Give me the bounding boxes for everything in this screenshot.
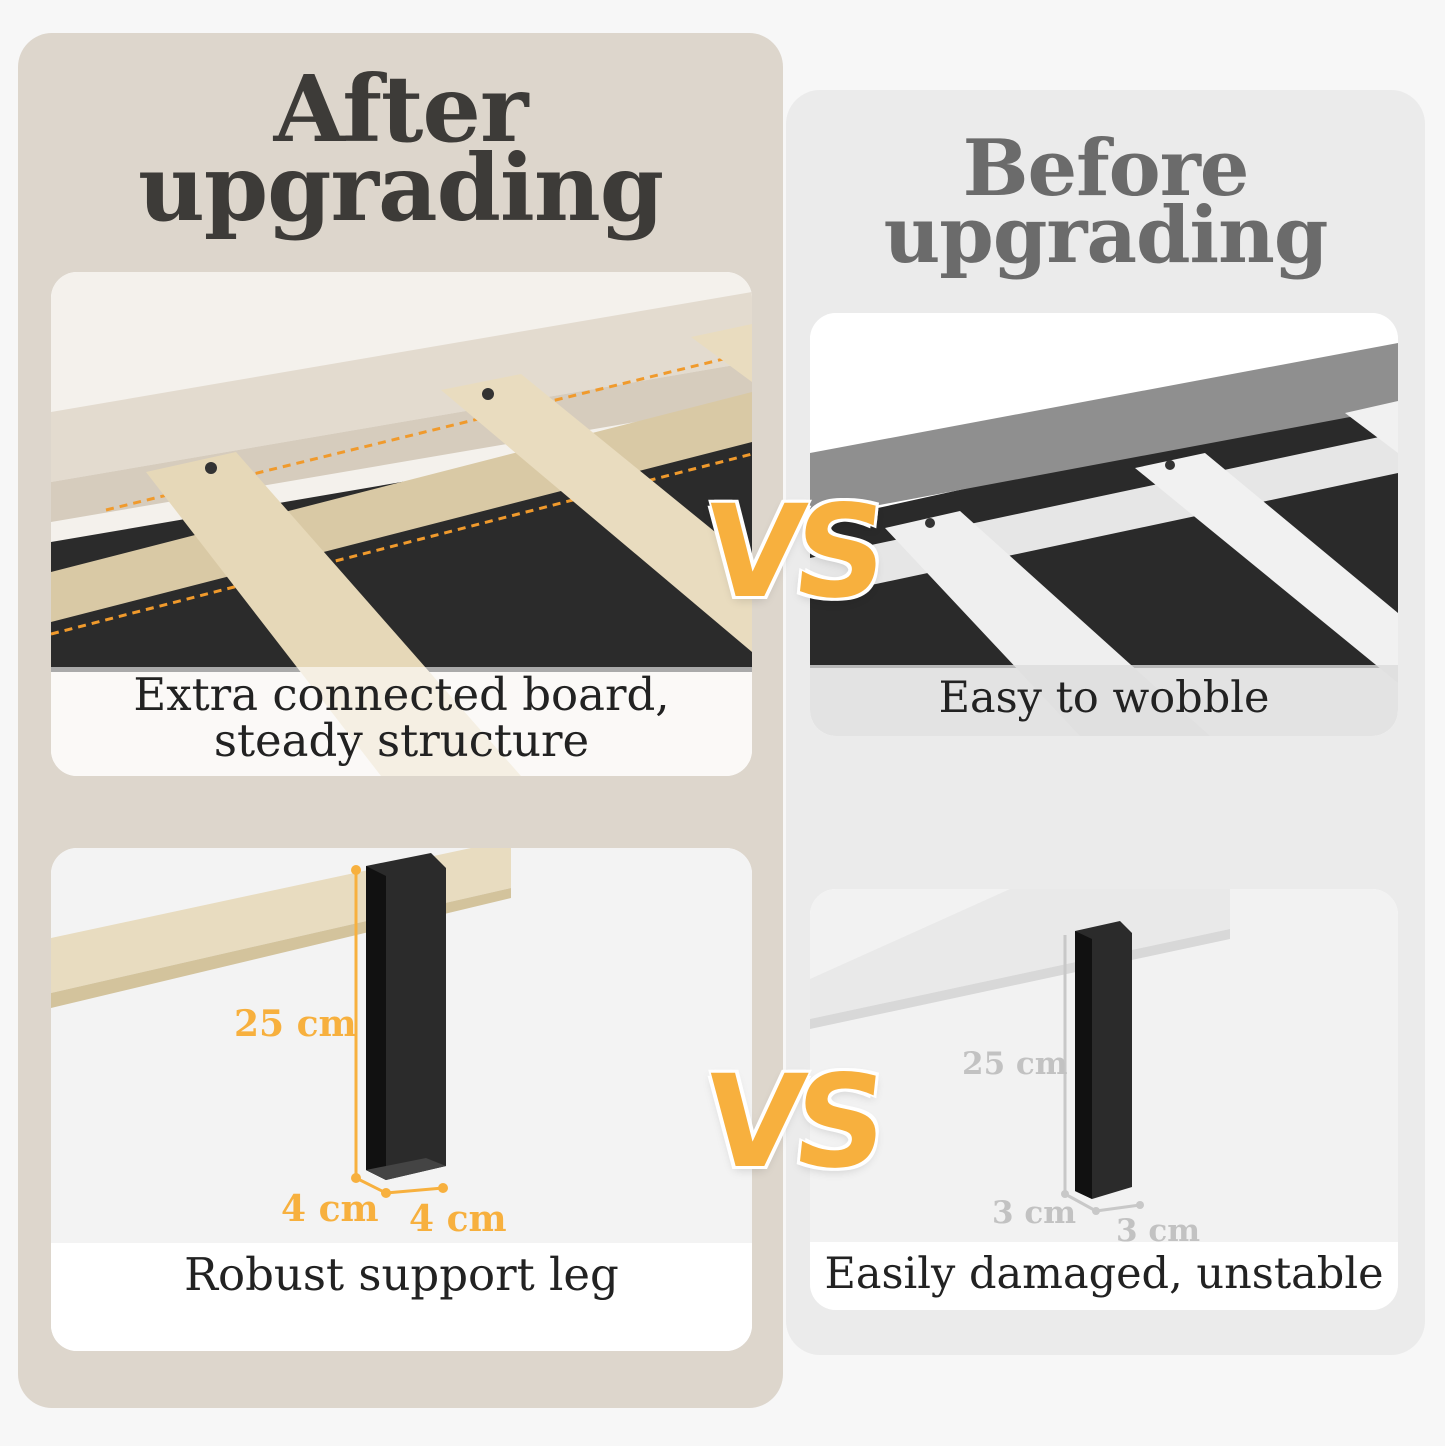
- after-slats-illustration: [51, 272, 752, 776]
- before-slats-caption: Easy to wobble: [938, 673, 1270, 723]
- after-leg-caption: Robust support leg: [184, 1248, 619, 1301]
- after-leg-illustration: [51, 848, 752, 1351]
- after-title-line1: After: [273, 55, 529, 163]
- before-leg-photo: 25 cm 3 cm 3 cm Easily damaged, unstable: [810, 889, 1398, 1310]
- before-slats-illustration: [810, 313, 1398, 736]
- after-leg-photo: 25 cm 4 cm 4 cm Robust support leg: [51, 848, 752, 1351]
- after-leg-height-label: 25 cm: [234, 1003, 357, 1045]
- after-slats-photo: Extra connected board, steady structure: [51, 272, 752, 776]
- before-leg-height-label: 25 cm: [962, 1046, 1068, 1082]
- before-upgrading-title: Before upgrading: [786, 123, 1425, 282]
- before-leg-width-label: 3 cm: [992, 1195, 1077, 1231]
- before-leg-illustration: [810, 889, 1398, 1310]
- before-title-line2: upgrading: [883, 190, 1329, 282]
- before-title-line1: Before: [962, 123, 1250, 214]
- before-slats-photo: Easy to wobble: [810, 313, 1398, 736]
- before-leg-caption: Easily damaged, unstable: [824, 1249, 1384, 1299]
- after-slats-caption-line1: Extra connected board,: [133, 668, 670, 721]
- after-leg-width-label: 4 cm: [281, 1188, 379, 1230]
- vs-badge-top: VS: [697, 478, 885, 627]
- after-leg-depth-label: 4 cm: [409, 1198, 507, 1240]
- after-slats-caption: Extra connected board, steady structure: [51, 672, 752, 764]
- after-upgrading-title: After upgrading: [18, 55, 783, 243]
- before-leg-depth-label: 3 cm: [1116, 1213, 1201, 1249]
- vs-badge-bottom: VS: [697, 1048, 885, 1197]
- after-slats-caption-line2: steady structure: [213, 714, 590, 767]
- after-title-line2: upgrading: [137, 134, 664, 243]
